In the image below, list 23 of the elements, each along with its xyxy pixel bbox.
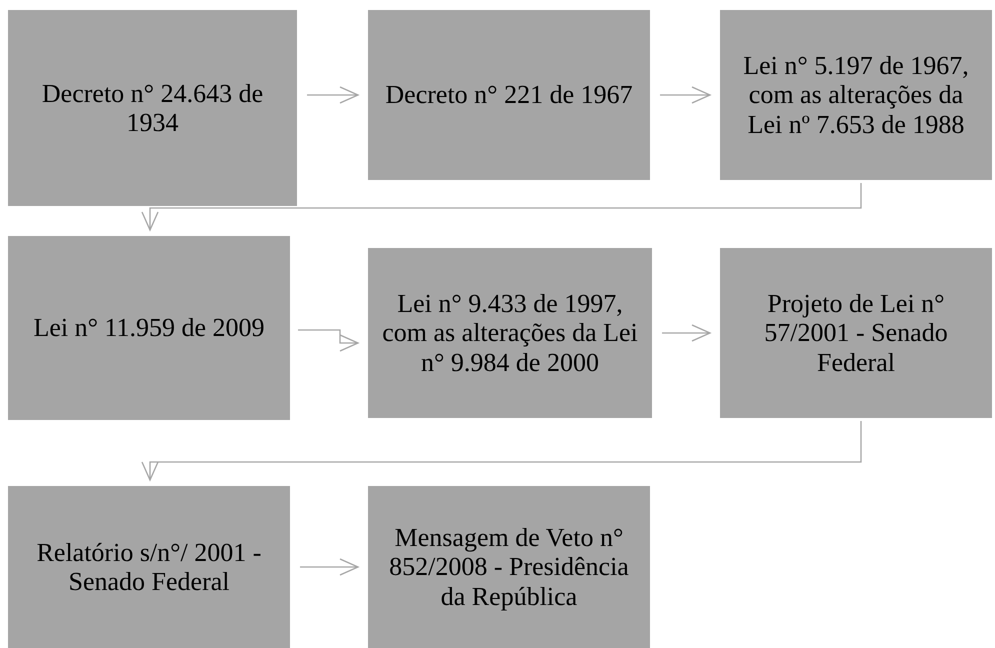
box-label: Decreto n° 221 de 1967	[385, 80, 633, 110]
process-box	[8, 236, 290, 420]
process-box	[720, 10, 992, 180]
arrow	[141, 183, 862, 231]
process-box	[8, 486, 290, 648]
process-box	[368, 248, 652, 418]
process-box	[368, 486, 650, 648]
arrow	[300, 558, 359, 576]
arrow	[141, 421, 862, 481]
box-label: Projeto de Lei n° 57/2001 - Senado Federal	[763, 289, 949, 377]
box-label: Lei n° 9.433 de 1997, com as alterações da Lei n° 9.984 de 2000	[381, 289, 639, 377]
arrow	[307, 86, 359, 104]
process-box	[8, 10, 297, 206]
box-label: Mensagem de Veto n° 852/2008 - Presidência da República	[388, 523, 630, 611]
box-label: Lei n° 11.959 de 2009	[33, 313, 265, 343]
box-label: Lei n° 5.197 de 1967, com as alterações da Lei nº 7.653 de 1988	[742, 51, 970, 139]
process-box	[720, 248, 992, 418]
process-box	[368, 10, 650, 180]
box-label: Decreto n° 24.643 de 1934	[40, 78, 264, 138]
arrow	[660, 86, 711, 104]
arrow	[298, 329, 359, 352]
arrow	[662, 324, 711, 342]
box-label: Relatório s/n°/ 2001 - Senado Federal	[36, 538, 262, 596]
